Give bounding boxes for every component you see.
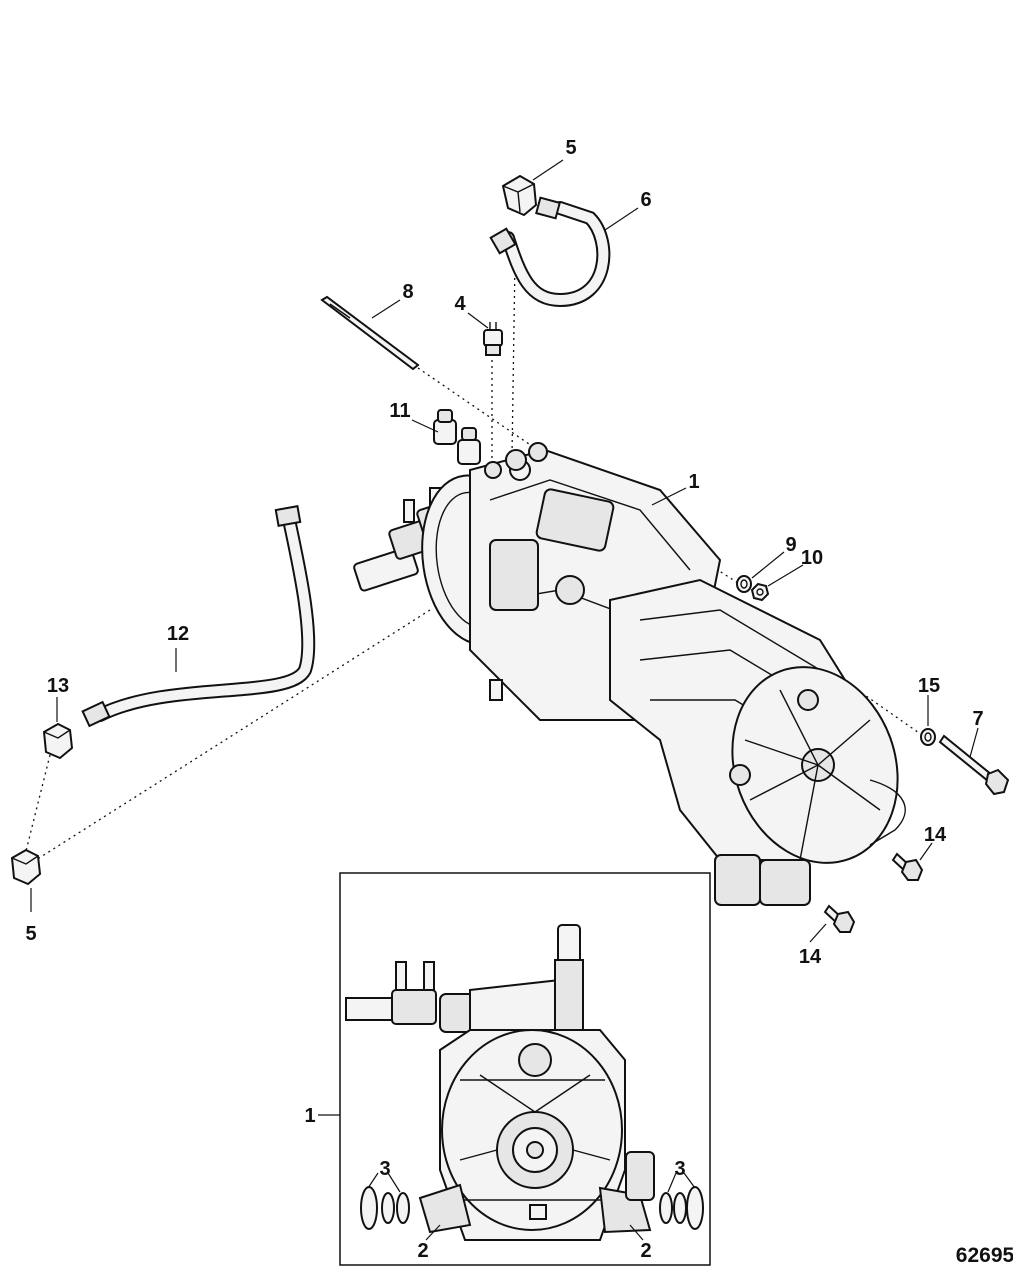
part-15-washer: [920, 728, 936, 746]
callout-labels: 5 6 8 4 11 1 9 10 12 13 15 7 14 5 14 1 3…: [25, 137, 1013, 1267]
part-6-hose: [489, 196, 611, 308]
callout-10: 10: [801, 547, 823, 569]
part-13-elbow: [42, 722, 74, 760]
callout-14-upper: 14: [924, 824, 947, 846]
callout-1-inset: 1: [304, 1105, 315, 1127]
callout-9: 9: [785, 534, 796, 556]
part-5-elbow-top: [501, 174, 538, 217]
callout-5-top: 5: [565, 137, 576, 159]
part-11-sensors: [433, 409, 481, 465]
callout-2-right: 2: [640, 1240, 651, 1262]
leader-lines: [30, 159, 979, 1241]
part-9-washer: [736, 575, 752, 593]
part-7-bolt: [938, 734, 1010, 796]
callout-8: 8: [402, 281, 413, 303]
part-4-sender: [483, 322, 503, 356]
part-5-elbow-bottom: [10, 848, 42, 886]
callout-12: 12: [167, 623, 189, 645]
part-10-nut: [750, 582, 770, 602]
callout-3-left: 3: [379, 1158, 390, 1180]
callout-14-lower: 14: [799, 946, 822, 968]
figure-number: 62695: [956, 1244, 1013, 1267]
callout-13: 13: [47, 675, 69, 697]
part-14-bolt-upper: [891, 852, 924, 881]
part-14-bolt-lower: [823, 904, 856, 933]
callout-4: 4: [454, 293, 466, 315]
part-8-stud: [320, 295, 420, 371]
callout-3-right: 3: [674, 1158, 685, 1180]
inset-front-view: [339, 872, 711, 1266]
part-12-hose: [81, 505, 316, 728]
callout-6: 6: [640, 189, 651, 211]
callout-11: 11: [389, 400, 410, 422]
callout-7: 7: [972, 708, 983, 730]
callout-1: 1: [688, 471, 699, 493]
part-1-transmission-assembly: [353, 442, 906, 906]
callout-15: 15: [918, 675, 940, 697]
callout-2-left: 2: [417, 1240, 428, 1262]
callout-5-bottom: 5: [25, 923, 36, 945]
